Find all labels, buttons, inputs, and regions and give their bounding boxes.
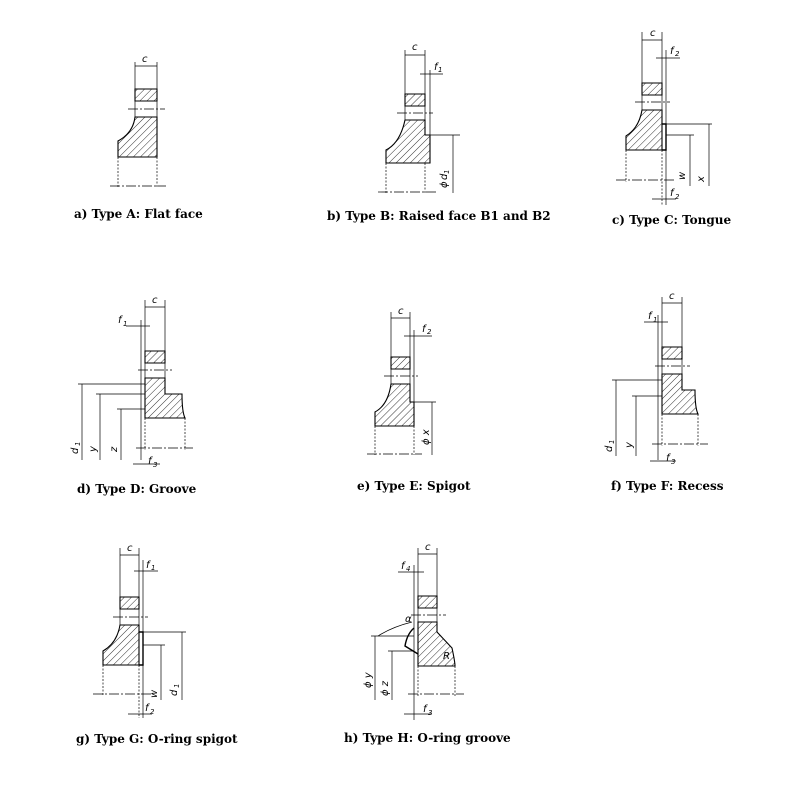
svg-text:f: f <box>146 560 151 571</box>
svg-text:R: R <box>443 651 450 662</box>
svg-text:c: c <box>398 306 404 317</box>
svg-text:2: 2 <box>150 708 155 716</box>
flange-section-body <box>102 624 140 666</box>
flange-section-body <box>117 116 158 158</box>
svg-text:c: c <box>669 291 675 302</box>
svg-text:1: 1 <box>74 442 82 446</box>
svg-text:ϕ: ϕ <box>439 181 450 188</box>
tongue <box>662 123 667 151</box>
svg-text:2: 2 <box>675 50 680 58</box>
svg-text:1: 1 <box>151 564 155 572</box>
caption-type-g: g) Type G: O-ring spigot <box>76 732 238 746</box>
svg-text:d: d <box>604 445 615 452</box>
svg-text:1: 1 <box>443 170 451 174</box>
caption-type-d: d) Type D: Groove <box>77 482 197 496</box>
flange-section-body <box>374 383 415 427</box>
svg-text:f: f <box>148 456 153 467</box>
caption-type-c: c) Type C: Tongue <box>612 213 732 227</box>
angle-alpha-arc <box>377 621 413 637</box>
svg-text:1: 1 <box>653 316 657 324</box>
svg-text:2: 2 <box>675 193 680 201</box>
svg-text:z: z <box>109 446 120 453</box>
figure-type-b: c f 1 ϕ d 1 b) Type B: Raised face B1 an… <box>327 42 551 223</box>
caption-type-h: h) Type H: O-ring groove <box>344 731 511 745</box>
o-ring-spigot <box>139 631 144 666</box>
svg-text:f: f <box>648 311 653 322</box>
svg-text:f: f <box>423 704 428 715</box>
svg-text:d: d <box>439 173 450 180</box>
svg-text:c: c <box>650 28 656 39</box>
svg-text:f: f <box>666 453 671 464</box>
svg-text:f: f <box>145 703 150 714</box>
caption-type-b: b) Type B: Raised face B1 and B2 <box>327 209 551 223</box>
o-ring-groove <box>404 627 419 655</box>
svg-text:3: 3 <box>671 458 675 466</box>
svg-text:c: c <box>127 543 133 554</box>
flange-section-body <box>661 373 699 415</box>
caption-type-a: a) Type A: Flat face <box>74 207 203 221</box>
caption-type-f: f) Type F: Recess <box>611 479 724 493</box>
figure-type-g: c f 1 d 1 w f 2 g) Type G: O-ring spigot <box>76 543 238 746</box>
svg-text:2: 2 <box>427 328 432 336</box>
svg-text:ϕ z: ϕ z <box>380 680 391 696</box>
svg-text:3: 3 <box>153 461 157 469</box>
svg-text:f: f <box>401 561 406 572</box>
figure-type-e: c f 2 ϕ x e) Type E: Spigot <box>357 306 471 493</box>
svg-text:w: w <box>149 689 160 698</box>
svg-text:x: x <box>696 176 707 183</box>
svg-text:d: d <box>169 689 180 696</box>
svg-text:ϕ x: ϕ x <box>421 429 432 445</box>
svg-text:d: d <box>70 447 81 454</box>
figure-type-d: c f 1 d 1 y z f 3 d) Type D: Groove <box>70 295 197 496</box>
svg-text:3: 3 <box>428 709 432 717</box>
svg-text:α: α <box>405 614 412 625</box>
svg-text:w: w <box>677 171 688 180</box>
svg-text:f: f <box>670 188 675 199</box>
flange-section-body <box>417 621 456 667</box>
svg-text:y: y <box>88 445 99 453</box>
svg-text:1: 1 <box>438 66 442 74</box>
figure-type-c: c f 2 x w f 2 c) Type C: Tongue <box>612 28 732 227</box>
svg-text:ϕ y: ϕ y <box>363 671 374 688</box>
label-c: c <box>142 54 148 65</box>
svg-text:f: f <box>422 324 427 335</box>
flange-section-body <box>385 119 431 164</box>
svg-text:c: c <box>152 295 158 306</box>
svg-text:f: f <box>118 315 123 326</box>
flange-section-body <box>625 109 663 151</box>
figure-type-f: c f 1 d 1 y f 3 f) Type F: Recess <box>604 291 724 493</box>
svg-text:f: f <box>670 46 675 57</box>
flange-section-upper <box>134 88 158 102</box>
svg-text:4: 4 <box>406 565 410 573</box>
figure-type-h: c f 4 α ϕ y ϕ z R f 3 h) Type H: O-ring … <box>344 542 511 745</box>
svg-text:c: c <box>412 42 418 53</box>
svg-text:1: 1 <box>173 684 181 688</box>
flange-section-body <box>144 377 186 419</box>
svg-text:y: y <box>624 441 635 449</box>
caption-type-e: e) Type E: Spigot <box>357 479 471 493</box>
svg-text:1: 1 <box>608 440 616 444</box>
svg-text:f: f <box>434 62 439 73</box>
figure-type-a: c a) Type A: Flat face <box>74 54 203 221</box>
svg-text:c: c <box>425 542 431 553</box>
svg-text:1: 1 <box>123 320 127 328</box>
